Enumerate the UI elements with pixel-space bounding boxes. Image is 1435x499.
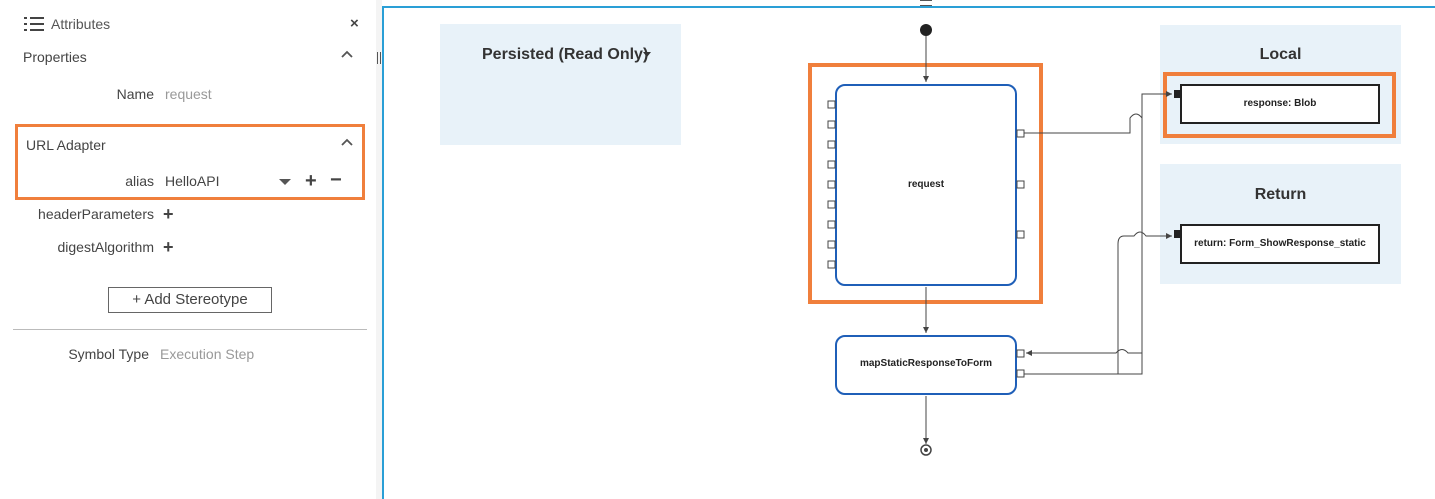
add-header-parameters-button[interactable]: + — [163, 204, 174, 224]
response-variable-highlight — [1163, 72, 1396, 138]
name-value[interactable]: request — [165, 86, 212, 102]
alias-label: alias — [125, 173, 154, 189]
url-adapter-section-title: URL Adapter — [26, 137, 106, 153]
divider — [13, 329, 367, 330]
persisted-dropdown-caret-icon[interactable] — [643, 52, 651, 57]
add-alias-button[interactable]: + — [305, 170, 317, 192]
start-node-icon — [920, 24, 932, 36]
symbol-type-value: Execution Step — [160, 346, 255, 362]
remove-alias-button[interactable]: − — [330, 169, 342, 191]
url-adapter-highlight — [15, 124, 365, 200]
map-static-response-node[interactable] — [835, 335, 1017, 395]
request-node[interactable] — [835, 84, 1017, 286]
return-lane-title: Return — [1254, 186, 1307, 203]
persisted-lane-title[interactable]: Persisted (Read Only) — [482, 46, 649, 63]
splitter-handle-icon[interactable] — [377, 52, 381, 64]
persisted-lane — [440, 24, 681, 145]
list-icon — [24, 16, 46, 32]
alias-select[interactable]: HelloAPI — [165, 173, 220, 189]
close-icon[interactable]: × — [350, 15, 359, 32]
name-label: Name — [116, 86, 154, 102]
local-lane-title: Local — [1259, 46, 1302, 63]
map-static-response-node-label: mapStaticResponseToForm — [859, 358, 993, 369]
chevron-up-icon[interactable] — [341, 50, 353, 60]
return-variable-label: return: Form_ShowResponse_static — [1194, 238, 1366, 249]
add-stereotype-button[interactable]: + Add Stereotype — [108, 287, 272, 313]
symbol-type-label: Symbol Type — [68, 346, 149, 362]
request-node-label: request — [907, 179, 945, 190]
dropdown-caret-icon[interactable] — [279, 179, 291, 185]
return-variable[interactable] — [1180, 224, 1380, 264]
panel-splitter[interactable] — [376, 0, 382, 499]
attributes-panel: Attributes × Properties Name request URL… — [0, 0, 376, 499]
canvas-resize-handle-icon[interactable] — [920, 0, 932, 6]
panel-header: Attributes × — [0, 8, 376, 40]
add-digest-algorithm-button[interactable]: + — [163, 237, 174, 257]
properties-section-title: Properties — [23, 49, 87, 65]
panel-title: Attributes — [51, 16, 111, 32]
header-parameters-label: headerParameters — [38, 206, 154, 222]
response-variable[interactable] — [1180, 84, 1380, 124]
chevron-up-icon[interactable] — [341, 138, 353, 148]
response-variable-label: response: Blob — [1243, 98, 1317, 109]
digest-algorithm-label: digestAlgorithm — [57, 239, 155, 255]
